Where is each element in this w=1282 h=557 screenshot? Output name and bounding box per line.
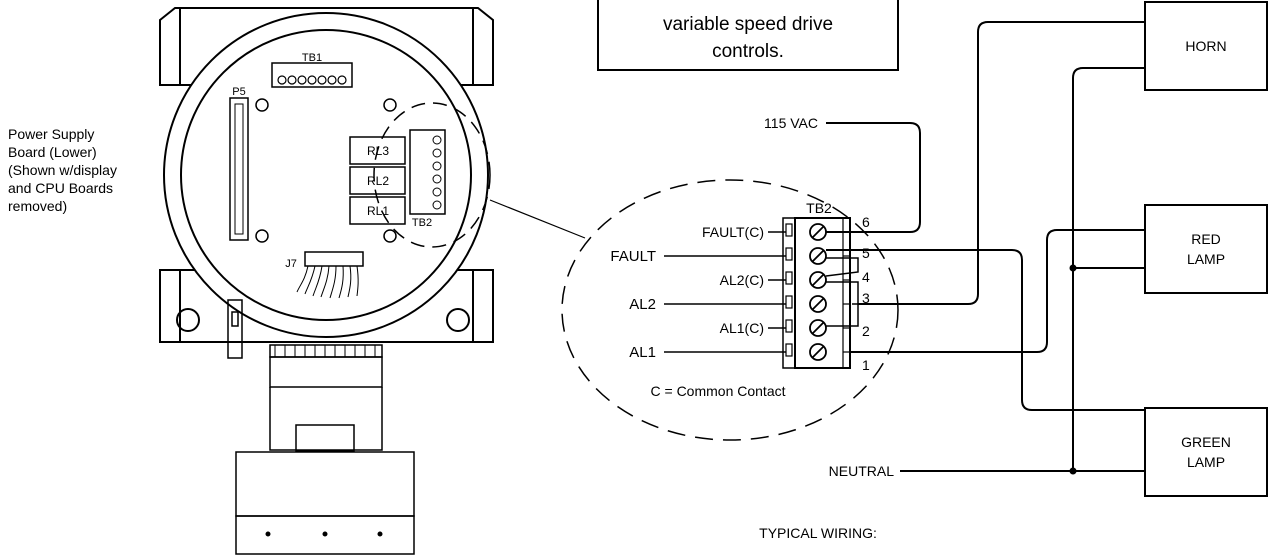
callout-line-1: variable speed drive (663, 14, 833, 35)
wire-horn (858, 21, 1145, 305)
rl1-label: RL1 (367, 204, 389, 218)
red-lamp-box (1144, 204, 1268, 294)
terminal-6: 6 (862, 214, 870, 230)
green-lamp-label-1: GREEN (1181, 434, 1231, 450)
p5-label: P5 (232, 86, 245, 98)
terminal-3: 3 (862, 290, 870, 306)
side-note-line-3: (Shown w/display (8, 162, 117, 178)
tb2-board-label: TB2 (412, 217, 432, 229)
terminal-1: 1 (862, 357, 870, 373)
tb2-board-connector (409, 129, 446, 215)
relay-rl3 (349, 136, 406, 165)
terminal-4: 4 (862, 269, 870, 285)
side-note-line-2: Board (Lower) (8, 144, 97, 160)
terminal-2: 2 (862, 323, 870, 339)
callout-box (597, 0, 899, 71)
al1-label: AL1 (629, 344, 656, 361)
rl3-label: RL3 (367, 144, 389, 158)
j7-label: J7 (285, 258, 297, 270)
red-lamp-label-2: LAMP (1187, 251, 1225, 267)
terminal-5: 5 (862, 245, 870, 261)
rl2-label: RL2 (367, 174, 389, 188)
wire-115vac (826, 122, 921, 233)
mount-hole-left (176, 308, 200, 332)
al2-c-label: AL2(C) (720, 272, 764, 288)
power-supply-board (229, 62, 491, 299)
tb1-label: TB1 (302, 52, 322, 64)
al2-label: AL2 (629, 296, 656, 313)
tb1-connector (271, 62, 353, 88)
side-note-line-4: and CPU Boards (8, 180, 114, 196)
mount-hole-right (446, 308, 470, 332)
fault-label: FAULT (610, 248, 656, 265)
green-lamp-box (1144, 407, 1268, 497)
side-note-line-1: Power Supply (8, 126, 95, 142)
supply-label: 115 VAC (764, 115, 818, 131)
housing-outer-ring (163, 12, 489, 338)
horn-label: HORN (1185, 38, 1226, 54)
red-lamp-label-1: RED (1191, 231, 1221, 247)
al1-c-label: AL1(C) (720, 320, 764, 336)
typical-wiring-caption: TYPICAL WIRING: (759, 525, 877, 541)
tb2-title: TB2 (806, 200, 832, 216)
callout-line-2: controls. (712, 41, 784, 62)
p5-connector (229, 97, 249, 241)
enclosure-housing (159, 7, 494, 359)
horn-box (1144, 1, 1268, 91)
relay-rl2 (349, 166, 406, 195)
fault-c-label: FAULT(C) (702, 224, 764, 240)
housing-inner-ring (180, 29, 472, 321)
green-lamp-label-2: LAMP (1187, 454, 1225, 470)
tb2-terminal-block (782, 217, 859, 369)
sensor-assembly (235, 344, 415, 555)
neutral-label: NEUTRAL (829, 463, 895, 479)
j7-connector (304, 251, 364, 267)
wire-green-lamp (826, 249, 1145, 411)
wire-red-lamp (850, 229, 1145, 353)
magnified-view-ellipse (561, 179, 899, 441)
side-note-line-5: removed) (8, 198, 68, 214)
common-contact-note: C = Common Contact (651, 383, 786, 399)
